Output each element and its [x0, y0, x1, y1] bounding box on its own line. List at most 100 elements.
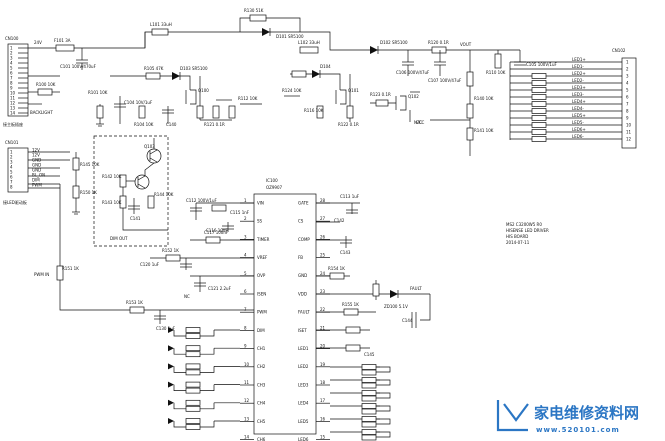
- label-cap-in: C101 100V/470uF: [60, 64, 97, 69]
- led-row-resistor: [531, 94, 547, 100]
- label-backlight: BACKLIGHT: [30, 110, 53, 115]
- fb-row-resistor: [361, 434, 377, 441]
- ic-pin-left-name: CH3: [257, 382, 266, 387]
- ic-pin-left-name: DIM: [257, 328, 265, 333]
- label-r152: R152 1K: [162, 248, 179, 253]
- label-cin2: C104 10V/1uF: [124, 100, 153, 105]
- cn102-pin-number: 10: [626, 122, 632, 127]
- input-power-rail: 24V F101 3A C101 100V/470uF R100 10K BAC…: [28, 31, 520, 115]
- label-r100: R100 10K: [36, 82, 56, 87]
- label-rs1: R120 0.1R: [428, 40, 449, 45]
- led-row-resistor: [531, 87, 547, 93]
- fb-row-resistor: [361, 369, 377, 376]
- fb-row-link: [376, 366, 391, 373]
- ic-pin-right-name: VDD: [298, 291, 307, 296]
- label-c116: C116 10nF: [206, 228, 228, 233]
- cn101-label: 接LED驱动板: [3, 199, 27, 205]
- label-r130: R130 51K: [244, 8, 264, 13]
- label-l101: L101 33uH: [150, 22, 172, 27]
- note-4: 2014-07-11: [506, 240, 530, 245]
- fb-row-resistor: [361, 421, 377, 428]
- cn100-pin-number: 6: [10, 70, 13, 75]
- cn101-pin-number: 7: [10, 179, 13, 184]
- ic-pin-left-name: PWM: [257, 310, 267, 315]
- label-d102: D102 SR5100: [380, 40, 408, 45]
- ic-pin-right-name: CS: [298, 219, 304, 224]
- ch-row-resistor: [185, 381, 201, 388]
- label-rs3: R122 0.1R: [338, 122, 359, 127]
- label-r110: R110 10K: [486, 70, 506, 75]
- note-1: MS2 C3200W5 R0: [506, 222, 542, 227]
- fb-row-resistor: [361, 364, 377, 370]
- fb-row-link: [376, 418, 391, 425]
- label-c143: C143: [340, 250, 351, 255]
- cn100-pin-number: 11: [10, 95, 16, 100]
- ic-pin-right-name: LED4: [298, 401, 309, 406]
- label-r155: R155 1K: [342, 302, 359, 307]
- ch-row-arrow: [168, 418, 174, 424]
- label-c120: C120 1uF: [140, 262, 160, 267]
- label-r145: R145 10K: [80, 162, 100, 167]
- label-q102: Q102: [408, 94, 419, 99]
- mosfet-stage-2: D104 Q101 R116 10K R122 0.1R R124 10K Q1…: [282, 64, 425, 127]
- ic-pin-right-number: 28: [320, 198, 326, 203]
- board-notes: MS2 C3200W5 R0 HISENSE LED DRIVER HIS BO…: [506, 222, 549, 245]
- label-c105: C105 100V/1uF: [526, 62, 557, 67]
- ic-pin-right-number: 21: [320, 325, 326, 330]
- led-row-label: LED4+: [572, 99, 586, 104]
- led-row-label: LED5+: [572, 113, 586, 118]
- label-d104: D104: [320, 64, 331, 69]
- ic-pin-left-name: CH1: [257, 346, 266, 351]
- cn100-label: 接主板插座: [3, 121, 23, 127]
- label-c106: C106 100V/47uF: [396, 70, 430, 75]
- label-vout: VOUT: [460, 42, 472, 47]
- ic-pin-right-name: GND: [298, 273, 307, 278]
- cn101-pin-number: 6: [10, 174, 13, 179]
- watermark-logo-icon: [496, 400, 529, 432]
- ic-pin-left-name: SS: [257, 219, 263, 224]
- cn101-pin-signal: BL_ON: [32, 172, 45, 177]
- cn100-pin-number: 1: [10, 45, 13, 50]
- label-fuse: F101 3A: [54, 38, 71, 43]
- led-row-label: LED6-: [572, 134, 584, 139]
- cn101-pin-number: 5: [10, 169, 13, 174]
- label-c117: C117 100nF: [204, 230, 229, 235]
- led-row-resistor: [531, 108, 547, 114]
- ic100-ref: IC100: [266, 178, 278, 183]
- cn100-pin-number: 12: [10, 100, 16, 105]
- label-r101: R101 10K: [88, 90, 108, 95]
- cn100-pin-number: 3: [10, 55, 13, 60]
- ch-row-resistor: [185, 369, 201, 376]
- label-r153: R153 1K: [126, 300, 143, 305]
- ic-pin-right-number: 18: [320, 380, 326, 385]
- label-r141: R141 10K: [474, 128, 494, 133]
- label-c142: C142: [334, 218, 345, 223]
- label-r151: R151 1K: [62, 266, 79, 271]
- ch-row-resistor: [185, 418, 201, 424]
- label-q103: Q103: [144, 144, 155, 149]
- cn102-pin-number: 7: [626, 101, 629, 106]
- ch-row-arrow: [168, 345, 174, 352]
- fb-row-resistor: [361, 416, 377, 422]
- ch-row-resistor: [185, 333, 201, 339]
- label-vcc: VCC: [416, 120, 425, 125]
- ic-pin-right-number: 26: [320, 234, 326, 239]
- ic-pin-right-name: LED6: [298, 437, 309, 441]
- ic-pin-right-name: LED1: [298, 346, 309, 351]
- led-row-label: LED2+: [572, 71, 586, 76]
- cn102-pin-number: 5: [626, 87, 629, 92]
- cn101-pin-signal: GND: [32, 162, 41, 167]
- ic-pin-left-number: 14: [244, 435, 250, 440]
- led-row-resistor: [531, 73, 547, 79]
- ch-row-resistor: [185, 399, 201, 406]
- led-row-resistor: [531, 122, 547, 128]
- led-row-label: LED4-: [572, 106, 584, 111]
- fb-row-resistor: [361, 395, 377, 402]
- cn100-ref: CN100: [5, 36, 19, 41]
- ch-row-arrow: [168, 381, 174, 388]
- ic-pin-left-number: 4: [244, 253, 247, 258]
